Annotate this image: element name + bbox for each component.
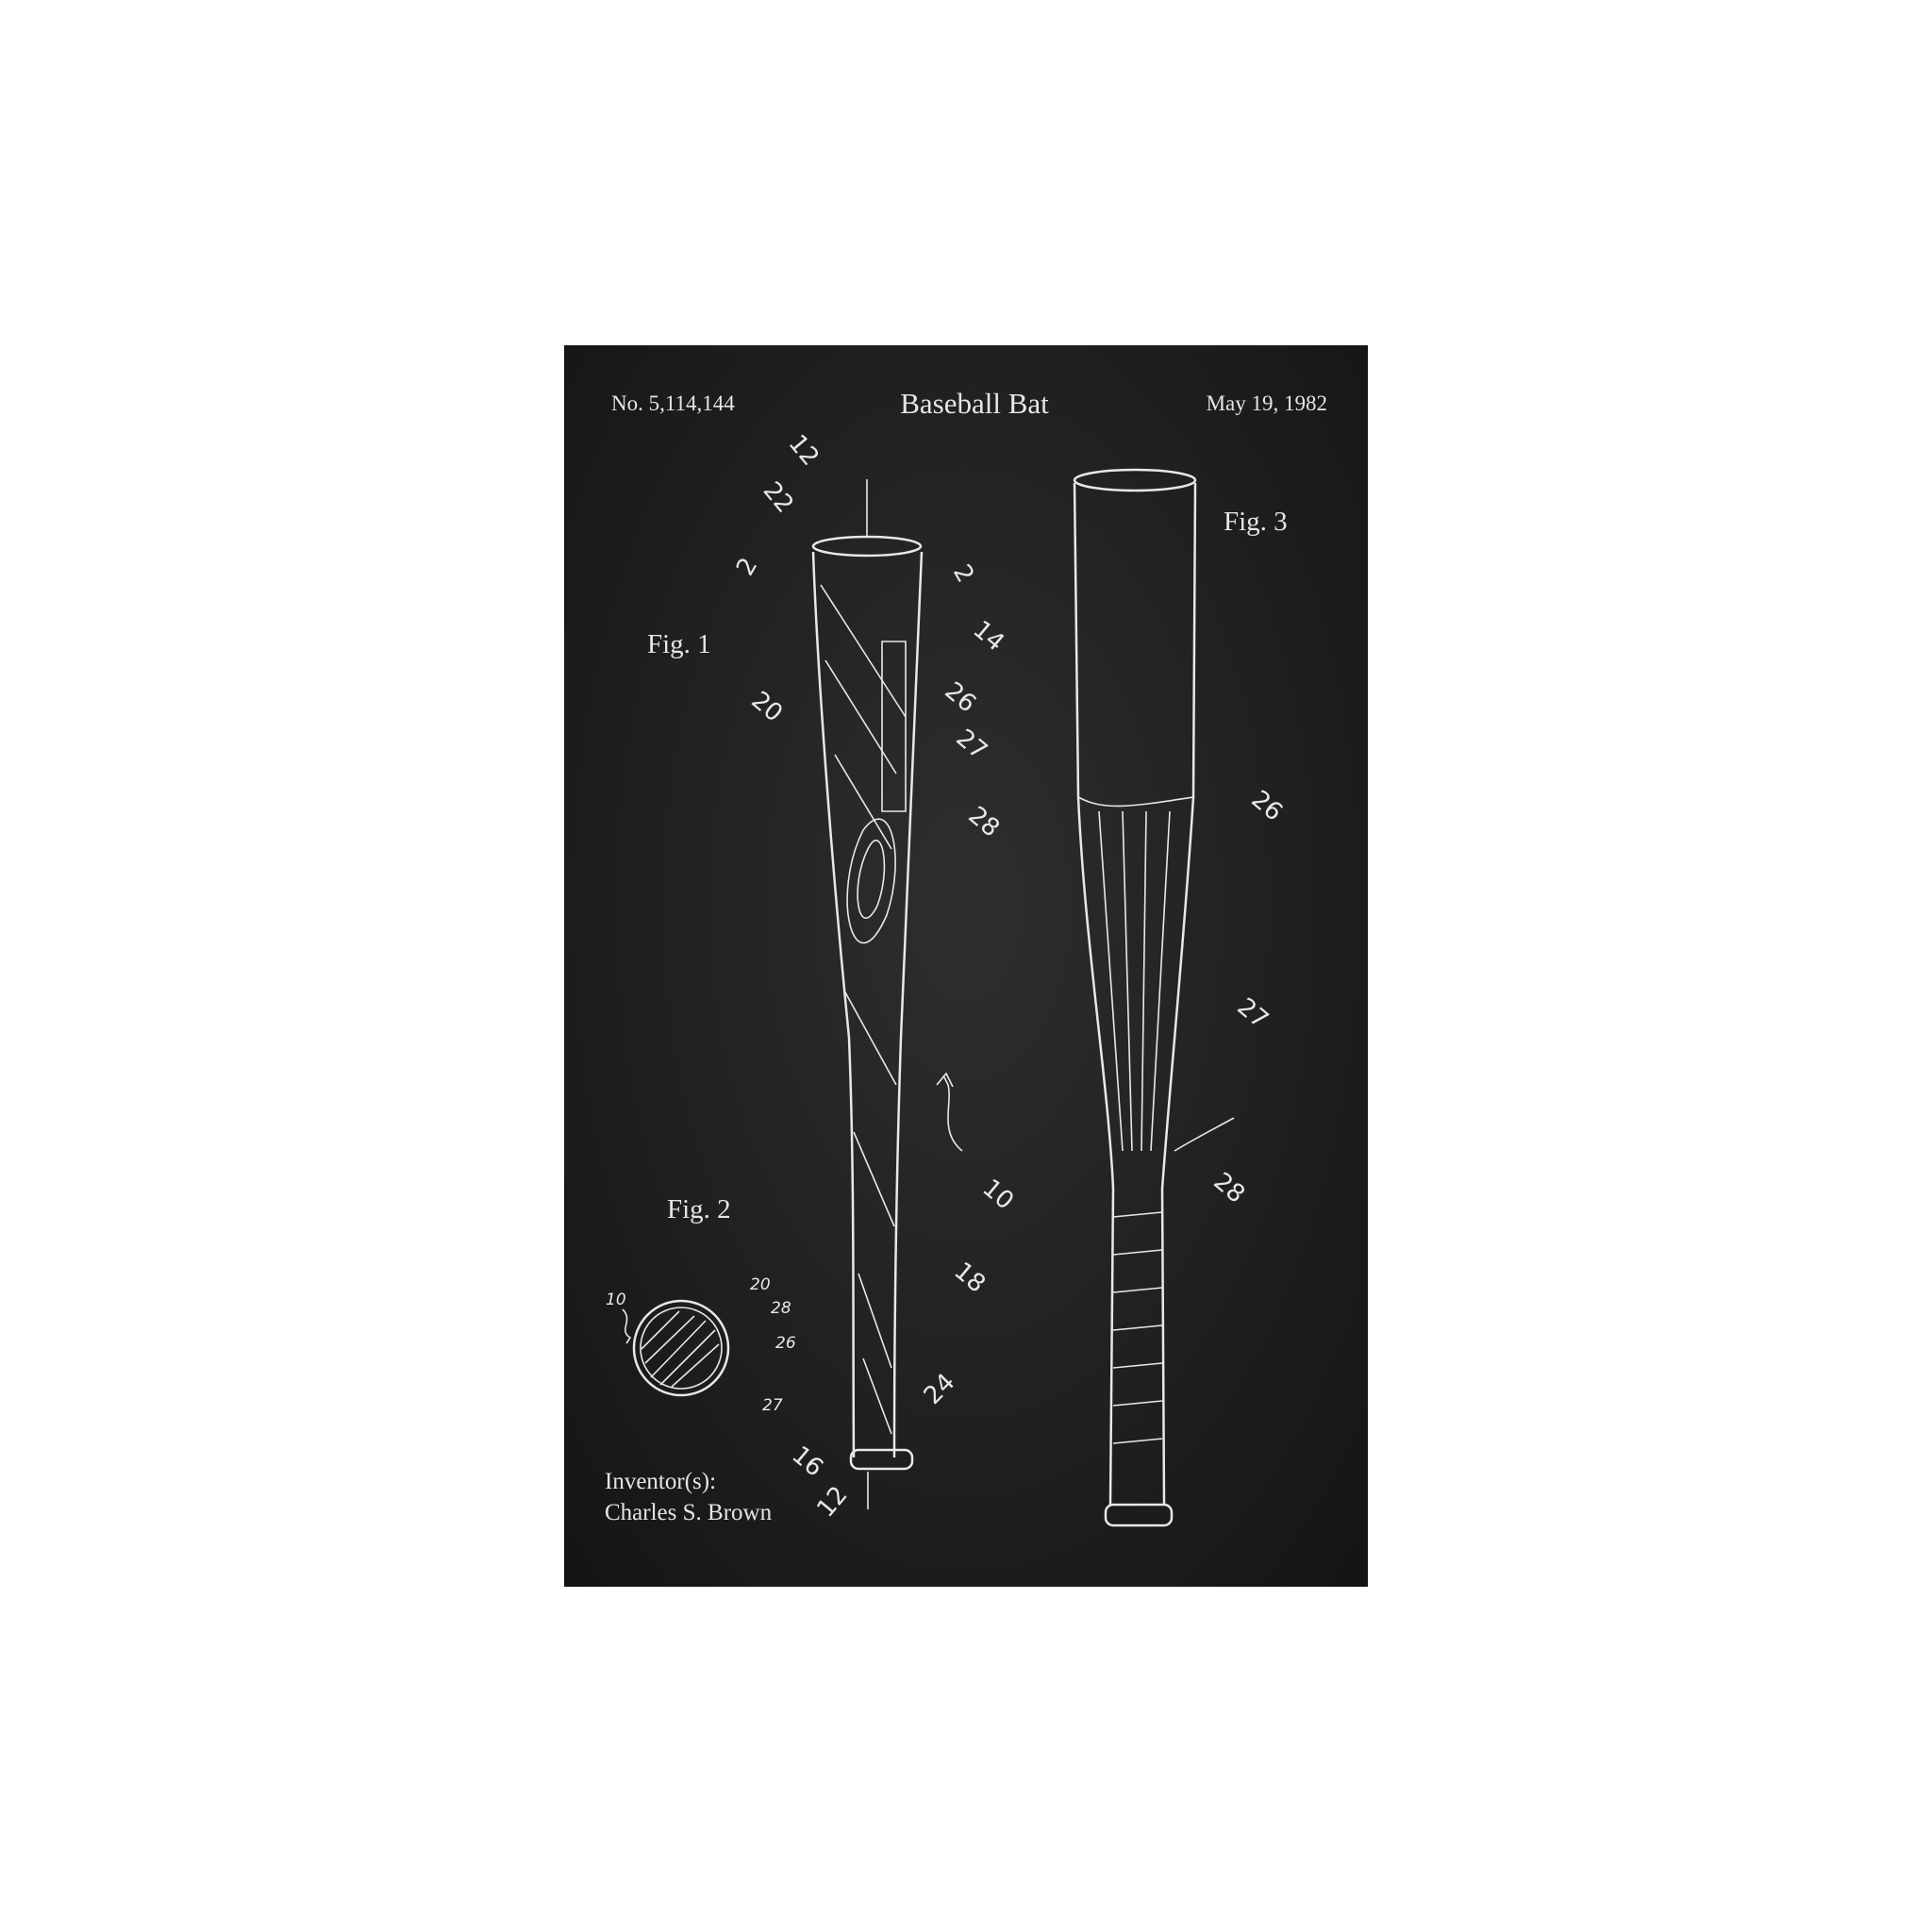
svg-text:27: 27: [762, 1396, 783, 1415]
svg-text:10: 10: [606, 1291, 626, 1309]
svg-text:22: 22: [758, 476, 799, 519]
svg-text:26: 26: [1246, 785, 1289, 826]
fig2-caption: Fig. 2: [667, 1194, 731, 1224]
svg-text:14: 14: [968, 615, 1010, 657]
svg-text:28: 28: [1208, 1167, 1251, 1208]
svg-text:26: 26: [940, 676, 982, 718]
fig3-reference-numbers: 26 27 28: [1208, 785, 1289, 1208]
fig1-bat-drawing: [811, 479, 924, 1509]
svg-text:10: 10: [977, 1174, 1020, 1215]
patent-poster: [564, 345, 1368, 1587]
svg-text:20: 20: [750, 1275, 771, 1294]
svg-text:27: 27: [951, 724, 993, 765]
svg-text:28: 28: [963, 801, 1006, 842]
fig1-caption: Fig. 1: [647, 629, 711, 659]
inventor-name: Charles S. Brown: [605, 1500, 773, 1525]
svg-text:20: 20: [746, 686, 789, 727]
svg-text:12: 12: [783, 429, 824, 472]
fig2-cross-section: 10 20 28 26 27: [606, 1275, 796, 1415]
svg-text:18: 18: [949, 1257, 991, 1298]
page-title: Baseball Bat: [900, 387, 1049, 420]
svg-text:24: 24: [919, 1368, 961, 1410]
svg-text:12: 12: [811, 1481, 853, 1524]
svg-text:2: 2: [731, 553, 763, 580]
patent-number: No. 5,114,144: [611, 391, 735, 415]
fig3-caption: Fig. 3: [1224, 507, 1288, 537]
svg-text:27: 27: [1232, 992, 1274, 1034]
inventor-label: Inventor(s):: [605, 1469, 716, 1494]
fig1-reference-numbers: 12 22 2 2 14 20 26 27 28 10 18 24 16 12: [731, 429, 1019, 1523]
svg-text:28: 28: [771, 1299, 791, 1318]
svg-text:2: 2: [947, 560, 979, 588]
svg-text:16: 16: [787, 1441, 829, 1482]
patent-date: May 19, 1982: [1207, 391, 1327, 415]
fig3-bat-drawing: [1073, 468, 1235, 1527]
svg-text:26: 26: [775, 1334, 796, 1353]
